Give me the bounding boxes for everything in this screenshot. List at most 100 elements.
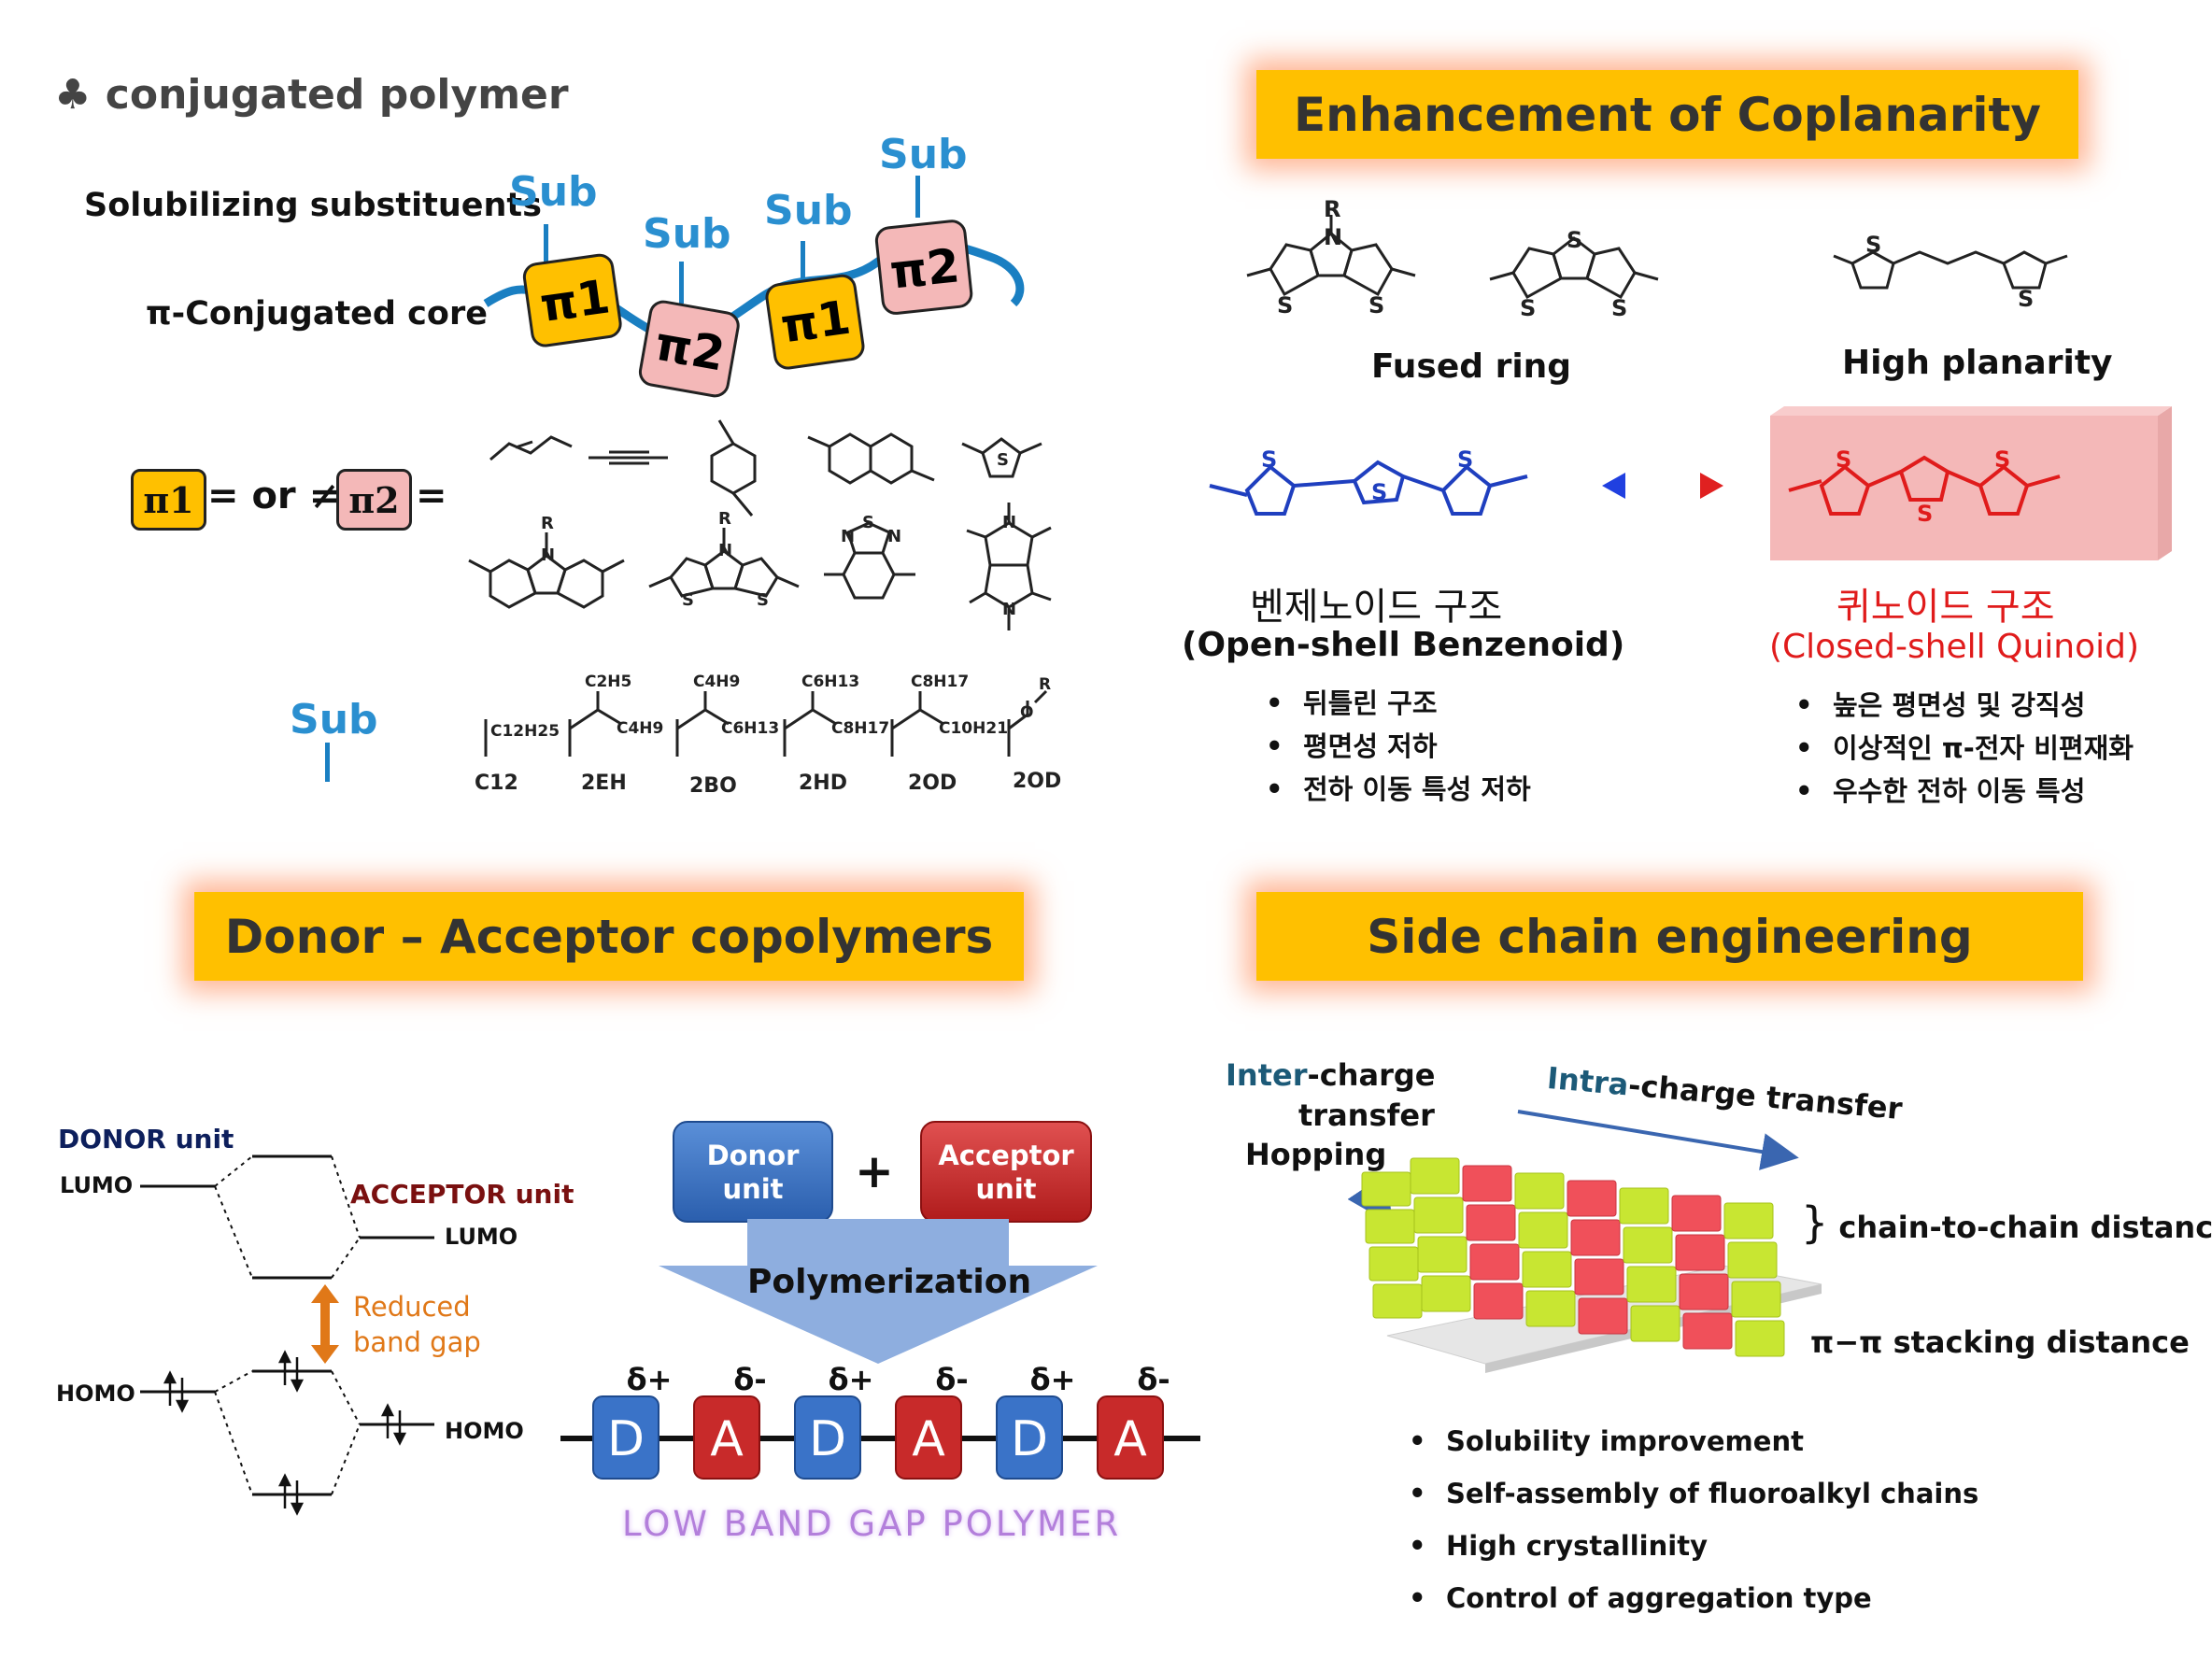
- pi1-equation-box: π1: [131, 469, 206, 531]
- chain-tile: [1727, 1241, 1778, 1279]
- acceptor-unit-label: ACCEPTOR unit: [350, 1179, 574, 1210]
- electron-spin-icon: [163, 1350, 407, 1516]
- sub-label: Sub: [509, 168, 598, 216]
- formula: C6H13: [721, 719, 779, 738]
- side-chain-name: 2HD: [799, 772, 847, 795]
- chain-tile: [1675, 1234, 1725, 1271]
- energy-level-diagram: [140, 1154, 434, 1516]
- chain-unit-label: A: [710, 1411, 744, 1467]
- polymerization-label: Polymerization: [747, 1263, 1032, 1301]
- chain-tile: [1518, 1211, 1568, 1249]
- ring-label-s: S: [1917, 501, 1933, 527]
- chain-tile: [1514, 1172, 1565, 1210]
- formula: C6H13: [801, 673, 859, 691]
- transfer-label: transfer: [1298, 1098, 1435, 1133]
- chain-tile: [1361, 1171, 1411, 1207]
- formula: C8H17: [911, 673, 969, 691]
- club-icon: ♣: [54, 71, 92, 119]
- benzenoid-points: 뒤틀린 구조 평면성 저하 전하 이동 특성 저하: [1266, 682, 1531, 811]
- benzenoid-quinoid-diagram: S S S S S S: [1209, 406, 2172, 560]
- partial-charge-label: δ-: [1137, 1362, 1170, 1397]
- reduced-band-gap: Reduced band gap: [353, 1291, 481, 1358]
- formula: O: [1020, 703, 1033, 722]
- partial-charge-label: δ-: [935, 1362, 968, 1397]
- benzenoid-point: 뒤틀린 구조: [1266, 682, 1531, 725]
- donor-unit-label: DONOR unit: [58, 1124, 234, 1154]
- partial-charge-label: δ+: [829, 1362, 874, 1397]
- side-chain-name: 2OD: [908, 772, 957, 795]
- equation-mid: = or ≠: [207, 474, 341, 517]
- ring-label-s: S: [682, 590, 694, 610]
- side-chain-point: Control of aggregation type: [1409, 1572, 1978, 1624]
- ring-label-s: S: [1836, 446, 1851, 473]
- formula: C4H9: [617, 719, 663, 738]
- ring-label-n: N: [1002, 600, 1016, 619]
- quinoid-subtitle: (Closed-shell Quinoid): [1769, 628, 2140, 666]
- formula: R: [1039, 675, 1051, 694]
- ring-label-n: N: [1324, 224, 1342, 250]
- high-planarity-label: High planarity: [1842, 344, 2113, 382]
- chain-unit-label: D: [607, 1411, 645, 1467]
- chain-tile: [1372, 1283, 1423, 1319]
- side-chain-point: Solubility improvement: [1409, 1415, 1978, 1467]
- ring-label-r: R: [1324, 196, 1340, 222]
- side-chain-name: 2BO: [689, 774, 737, 798]
- chain-tile: [1735, 1320, 1785, 1357]
- chain-tile: [1413, 1197, 1464, 1234]
- chain-tile: [1368, 1246, 1419, 1282]
- da-polymer-chain: Dδ+Aδ-Dδ+Aδ-Dδ+Aδ-: [560, 1362, 1200, 1480]
- brace-icon: }: [1801, 1197, 1829, 1248]
- ring-label-r: R: [541, 514, 554, 533]
- homo-label: HOMO: [56, 1381, 135, 1407]
- chain-tile: [1626, 1266, 1677, 1303]
- chain-tile: [1525, 1290, 1576, 1327]
- quinoid-title: 퀴노이드 구조: [1836, 586, 2055, 629]
- sub-label: Sub: [764, 187, 853, 234]
- chain-unit-label: A: [1113, 1411, 1147, 1467]
- sub-label: Sub: [643, 210, 731, 258]
- ring-label-n: N: [1002, 513, 1016, 532]
- ring-label-s: S: [1520, 295, 1536, 321]
- plus-sign: +: [855, 1144, 894, 1198]
- ring-label-s: S: [1368, 292, 1384, 319]
- chain-tile: [1630, 1305, 1680, 1342]
- polymer-backbone-diagram: Sub Sub Sub Sub π1 π2 π1 π2: [483, 131, 1025, 398]
- sub-legend: Sub: [290, 696, 378, 782]
- chain-tile: [1473, 1282, 1524, 1320]
- ring-label-s: S: [2018, 286, 2034, 312]
- ring-label-s: S: [757, 590, 769, 610]
- side-chain-structures: C12H25 C2H5 C4H9 C4H9 C6H13 C6H13 C8H17 …: [475, 673, 1061, 798]
- chain-tile: [1731, 1281, 1781, 1318]
- chain-unit-label: D: [1011, 1411, 1048, 1467]
- solubilizing-label: Solubilizing substituents: [84, 187, 542, 224]
- chain-tile: [1623, 1226, 1673, 1264]
- quinoid-point: 높은 평면성 및 강직성: [1795, 684, 2134, 727]
- ring-label-r: R: [718, 509, 731, 529]
- chain-tile: [1682, 1312, 1733, 1350]
- acceptor-block: [895, 1395, 962, 1480]
- benzenoid-point: 전하 이동 특성 저하: [1266, 768, 1531, 811]
- sub-label: Sub: [879, 131, 968, 178]
- pi2-equation-box: π2: [336, 469, 412, 531]
- pi2-box: π2: [651, 317, 729, 382]
- chain-unit-label: D: [809, 1411, 846, 1467]
- ring-label-s: S: [862, 513, 874, 532]
- fused-ring-structures: R N S S S S S S S: [1246, 196, 2068, 321]
- benzenoid-title: 벤제노이드 구조: [1250, 586, 1503, 629]
- ring-label-s: S: [1611, 295, 1627, 321]
- sub-label: Sub: [290, 696, 378, 744]
- chain-tile: [1570, 1219, 1621, 1256]
- ring-label-s: S: [1865, 232, 1881, 258]
- formula: C4H9: [693, 673, 740, 691]
- chain-distance-label: } chain-to-chain distance: [1801, 1197, 2212, 1248]
- side-chain-point: Self-assembly of fluoroalkyl chains: [1409, 1467, 1978, 1520]
- low-band-gap-label: LOW BAND GAP POLYMER: [622, 1504, 1122, 1544]
- donor-block: [996, 1395, 1063, 1480]
- monomer-structures: S R N R N S S S N N N N: [468, 419, 1052, 630]
- side-chain-point: High crystallinity: [1409, 1520, 1978, 1572]
- chain-tile: [1522, 1251, 1572, 1288]
- chain-tile: [1462, 1165, 1512, 1202]
- acceptor-block: [1097, 1395, 1164, 1480]
- ring-label-s: S: [1277, 292, 1293, 319]
- quinoid-point: 우수한 전하 이동 특성: [1795, 770, 2134, 813]
